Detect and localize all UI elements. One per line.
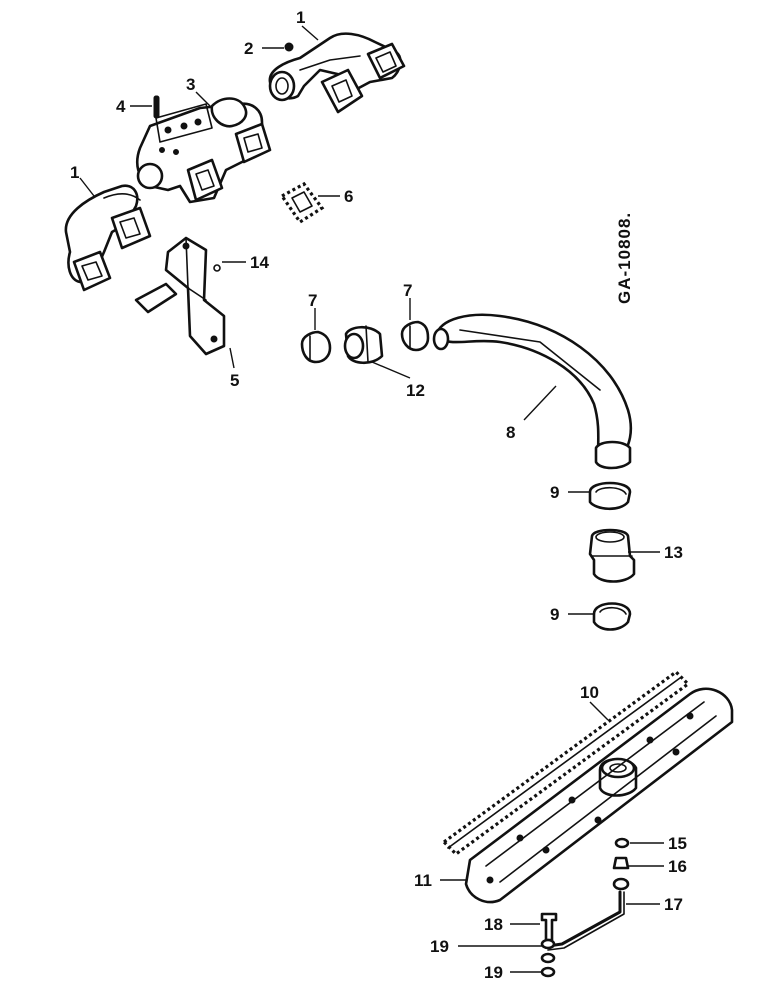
callout-9-upper: 9 bbox=[550, 483, 559, 502]
callout-9-lower: 9 bbox=[550, 605, 559, 624]
washer-part-14 bbox=[213, 264, 221, 272]
adapter-part-13 bbox=[588, 528, 636, 583]
callout-7-left: 7 bbox=[308, 291, 317, 310]
callout-16: 16 bbox=[668, 857, 687, 876]
callout-19-upper: 19 bbox=[430, 937, 449, 956]
callout-2: 2 bbox=[244, 39, 253, 58]
connector-part-12 bbox=[343, 325, 384, 365]
manifold-part-11 bbox=[464, 687, 734, 904]
clamp-part-7-right bbox=[400, 320, 430, 352]
leader-lines bbox=[79, 25, 664, 973]
washer-part-19-upper bbox=[540, 938, 556, 950]
callout-11: 11 bbox=[414, 871, 432, 890]
drawing-reference-id: GA-10808. bbox=[615, 212, 634, 304]
callout-19-lower: 19 bbox=[484, 963, 503, 982]
manifold-elbow-upper bbox=[268, 32, 406, 114]
callout-14: 14 bbox=[250, 253, 269, 272]
callout-5: 5 bbox=[230, 371, 239, 390]
fitting-part-16 bbox=[612, 856, 630, 891]
callout-15: 15 bbox=[668, 834, 687, 853]
callout-6: 6 bbox=[344, 187, 353, 206]
callout-10: 10 bbox=[580, 683, 599, 702]
hose-part-8 bbox=[432, 313, 633, 470]
manifold-center-section bbox=[136, 97, 272, 204]
bolt-part-18 bbox=[540, 912, 558, 942]
callout-12: 12 bbox=[406, 381, 425, 400]
hose-clamp-part-9-lower bbox=[592, 602, 632, 631]
callout-1-upper: 1 bbox=[296, 8, 305, 27]
stud-part-4 bbox=[153, 95, 160, 119]
bracket-part-5 bbox=[134, 236, 226, 356]
washer-part-15 bbox=[614, 837, 630, 849]
callout-8: 8 bbox=[506, 423, 515, 442]
hose-clamp-part-9-upper bbox=[588, 481, 632, 511]
clamp-part-7-left bbox=[300, 330, 332, 364]
nut-part-2 bbox=[284, 42, 294, 52]
callout-13: 13 bbox=[664, 543, 683, 562]
callout-18: 18 bbox=[484, 915, 503, 934]
manifold-elbow-lower bbox=[64, 184, 152, 292]
callout-17: 17 bbox=[664, 895, 683, 914]
gasket-part-6 bbox=[279, 181, 325, 225]
gasket-part-10 bbox=[441, 669, 691, 857]
tube-part-17 bbox=[546, 890, 625, 951]
callout-7-right: 7 bbox=[403, 281, 412, 300]
washer-part-19-lower bbox=[540, 952, 556, 978]
callout-3: 3 bbox=[186, 75, 195, 94]
callout-4: 4 bbox=[116, 97, 126, 116]
callout-labels: 1 2 3 4 1 6 14 5 7 7 12 8 9 13 9 10 15 1… bbox=[70, 8, 687, 982]
callout-1-lower: 1 bbox=[70, 163, 79, 182]
